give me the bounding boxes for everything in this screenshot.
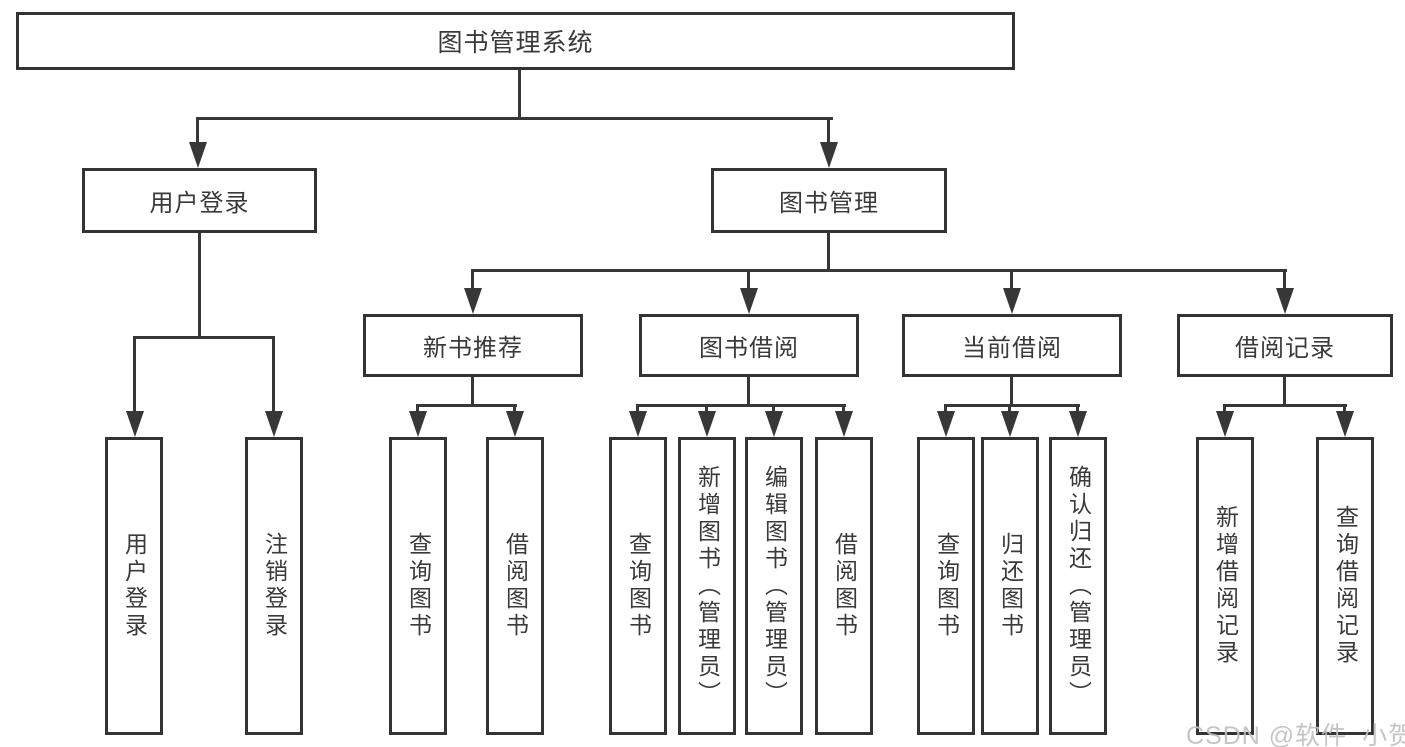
node-current-borrowing: 当前借阅 — [902, 314, 1122, 377]
connector-line — [1010, 269, 1013, 291]
connector-line — [471, 269, 474, 291]
connector-line — [772, 404, 775, 414]
connector-arrowhead — [1003, 288, 1021, 314]
leaf-query-books-recommend: 查询图书 — [389, 437, 447, 735]
connector-line — [842, 404, 845, 414]
leaf-add-borrow-record: 新增借阅记录 — [1196, 437, 1254, 735]
node-borrowing-records: 借阅记录 — [1177, 314, 1393, 377]
connector-arrowhead — [126, 411, 144, 437]
node-root-library-system: 图书管理系统 — [16, 12, 1015, 70]
node-book-borrowing: 图书借阅 — [639, 314, 859, 377]
connector-line — [1283, 269, 1286, 291]
leaf-query-books-current: 查询图书 — [917, 437, 975, 735]
connector-line — [636, 404, 639, 414]
connector-line — [827, 117, 830, 145]
connector-arrowhead — [698, 411, 716, 437]
connector-arrowhead — [765, 411, 783, 437]
connector-line — [827, 232, 830, 272]
connector-line — [747, 377, 750, 407]
connector-line — [747, 269, 750, 291]
node-book-management: 图书管理 — [711, 168, 947, 233]
connector-arrowhead — [189, 142, 207, 168]
connector-line — [1008, 404, 1011, 414]
connector-arrowhead — [820, 142, 838, 168]
leaf-edit-books-admin: 编辑图书（管理员） — [745, 437, 803, 735]
connector-arrowhead — [1216, 411, 1234, 437]
connector-line — [944, 404, 947, 414]
leaf-user-login: 用户登录 — [105, 437, 163, 735]
leaf-confirm-return-admin: 确认归还（管理员） — [1049, 437, 1107, 735]
connector-arrowhead — [835, 411, 853, 437]
connector-line — [196, 117, 199, 145]
leaf-logout: 注销登录 — [245, 437, 303, 735]
connector-line — [1010, 377, 1013, 407]
leaf-return-books: 归还图书 — [981, 437, 1039, 735]
connector-arrowhead — [1001, 411, 1019, 437]
connector-line — [272, 336, 275, 413]
connector-line — [471, 269, 1287, 272]
connector-line — [133, 336, 275, 339]
connector-line — [471, 377, 474, 407]
leaf-query-borrow-record: 查询借阅记录 — [1316, 437, 1374, 735]
connector-arrowhead — [506, 411, 524, 437]
connector-line — [518, 70, 521, 120]
connector-line — [198, 233, 201, 339]
node-new-book-recommendation: 新书推荐 — [363, 314, 583, 377]
connector-line — [636, 404, 846, 407]
connector-arrowhead — [1069, 411, 1087, 437]
leaf-borrow-books: 借阅图书 — [815, 437, 873, 735]
connector-arrowhead — [1336, 411, 1354, 437]
connector-line — [1223, 404, 1347, 407]
connector-arrowhead — [629, 411, 647, 437]
leaf-borrow-books-recommend: 借阅图书 — [486, 437, 544, 735]
connector-arrowhead — [740, 288, 758, 314]
connector-line — [1076, 404, 1079, 414]
connector-line — [944, 404, 1080, 407]
connector-arrowhead — [409, 411, 427, 437]
connector-line — [197, 117, 833, 120]
csdn-watermark: CSDN @软件_小贺同学 — [1186, 722, 1405, 747]
connector-arrowhead — [937, 411, 955, 437]
connector-line — [1283, 377, 1286, 407]
connector-line — [133, 336, 136, 413]
connector-line — [1223, 404, 1226, 414]
connector-line — [416, 404, 517, 407]
connector-line — [1343, 404, 1346, 414]
node-user-login: 用户登录 — [82, 168, 317, 233]
connector-arrowhead — [464, 288, 482, 314]
connector-line — [705, 404, 708, 414]
connector-line — [513, 404, 516, 414]
connector-arrowhead — [265, 411, 283, 437]
connector-line — [416, 404, 419, 414]
leaf-add-books-admin: 新增图书（管理员） — [678, 437, 736, 735]
leaf-query-books-borrow: 查询图书 — [609, 437, 667, 735]
connector-arrowhead — [1276, 288, 1294, 314]
